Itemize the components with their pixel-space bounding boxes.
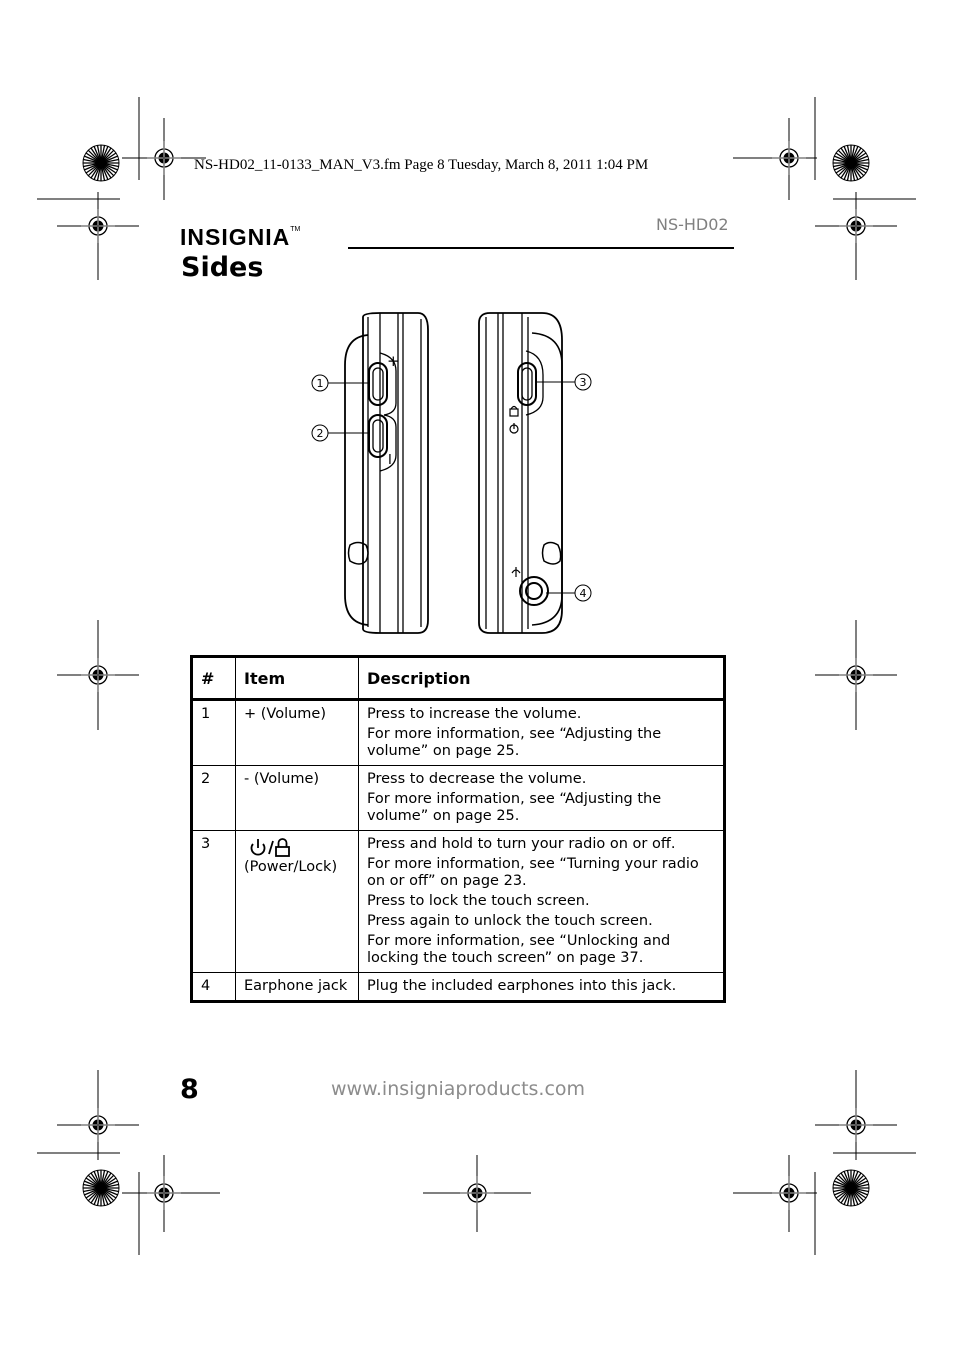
website-url: www.insigniaproducts.com (331, 1078, 586, 1100)
table-row: 2 - (Volume) Press to decrease the volum… (191, 765, 725, 831)
column-header-item: Item (235, 656, 359, 701)
description-line: Press to lock the touch screen. (367, 893, 590, 909)
row-item: (Power/Lock) (235, 830, 359, 973)
description-line: Press and hold to turn your radio on or … (367, 836, 676, 852)
callout-3: 3 (580, 376, 587, 389)
right-side-view (478, 312, 563, 634)
plus-mark: + (387, 352, 400, 370)
callout-2: 2 (317, 427, 324, 440)
left-side-view (344, 312, 429, 634)
trademark-mark: TM (290, 226, 301, 233)
minus-mark: I (388, 453, 392, 468)
description-line: Press to increase the volume. (367, 706, 582, 722)
row-number: 1 (191, 699, 236, 766)
brand-logo: INSIGNIATM (180, 224, 300, 251)
device-sides-figure: + I 1 2 3 4 (311, 312, 592, 634)
table-row: 1 + (Volume) Press to increase the volum… (191, 699, 725, 766)
description-line: For more information, see “Adjusting the… (367, 726, 662, 759)
column-header-description: Description (358, 656, 725, 701)
description-line: Press to decrease the volume. (367, 771, 587, 787)
row-number: 2 (191, 765, 236, 831)
model-number: NS-HD02 (656, 215, 729, 234)
row-description: Press to increase the volume. For more i… (358, 699, 725, 766)
page-title: Sides (181, 252, 264, 283)
callout-1: 1 (317, 377, 324, 390)
description-line: Plug the included earphones into this ja… (367, 978, 677, 994)
table-row: 4 Earphone jack Plug the included earpho… (191, 972, 725, 1002)
file-slug-line: NS-HD02_11-0133_MAN_V3.fm Page 8 Tuesday… (194, 157, 649, 173)
page-number: 8 (180, 1074, 199, 1105)
header-rule (348, 247, 734, 249)
table-header-row: # Item Description (191, 656, 725, 701)
table-row: 3 (Power/Lock) Press and hold to turn yo… (191, 830, 725, 973)
row-item: + (Volume) (235, 699, 359, 766)
row-number: 4 (191, 972, 236, 1002)
description-line: For more information, see “Turning your … (367, 856, 699, 889)
row-description: Plug the included earphones into this ja… (358, 972, 725, 1002)
power-lock-icon (250, 838, 290, 857)
row-item: (Power/Lock) (244, 859, 338, 875)
description-line: Press again to unlock the touch screen. (367, 913, 653, 929)
callout-4: 4 (580, 587, 587, 600)
row-description: Press to decrease the volume. For more i… (358, 765, 725, 831)
description-line: For more information, see “Unlocking and… (367, 933, 671, 966)
row-description: Press and hold to turn your radio on or … (358, 830, 725, 973)
logo-text: INSIGNIA (180, 224, 291, 250)
column-header-number: # (191, 656, 236, 701)
row-number: 3 (191, 830, 236, 973)
sides-table: # Item Description 1 + (Volume) Press to… (190, 655, 726, 1003)
description-line: For more information, see “Adjusting the… (367, 791, 662, 824)
row-item: - (Volume) (235, 765, 359, 831)
row-item: Earphone jack (235, 972, 359, 1002)
